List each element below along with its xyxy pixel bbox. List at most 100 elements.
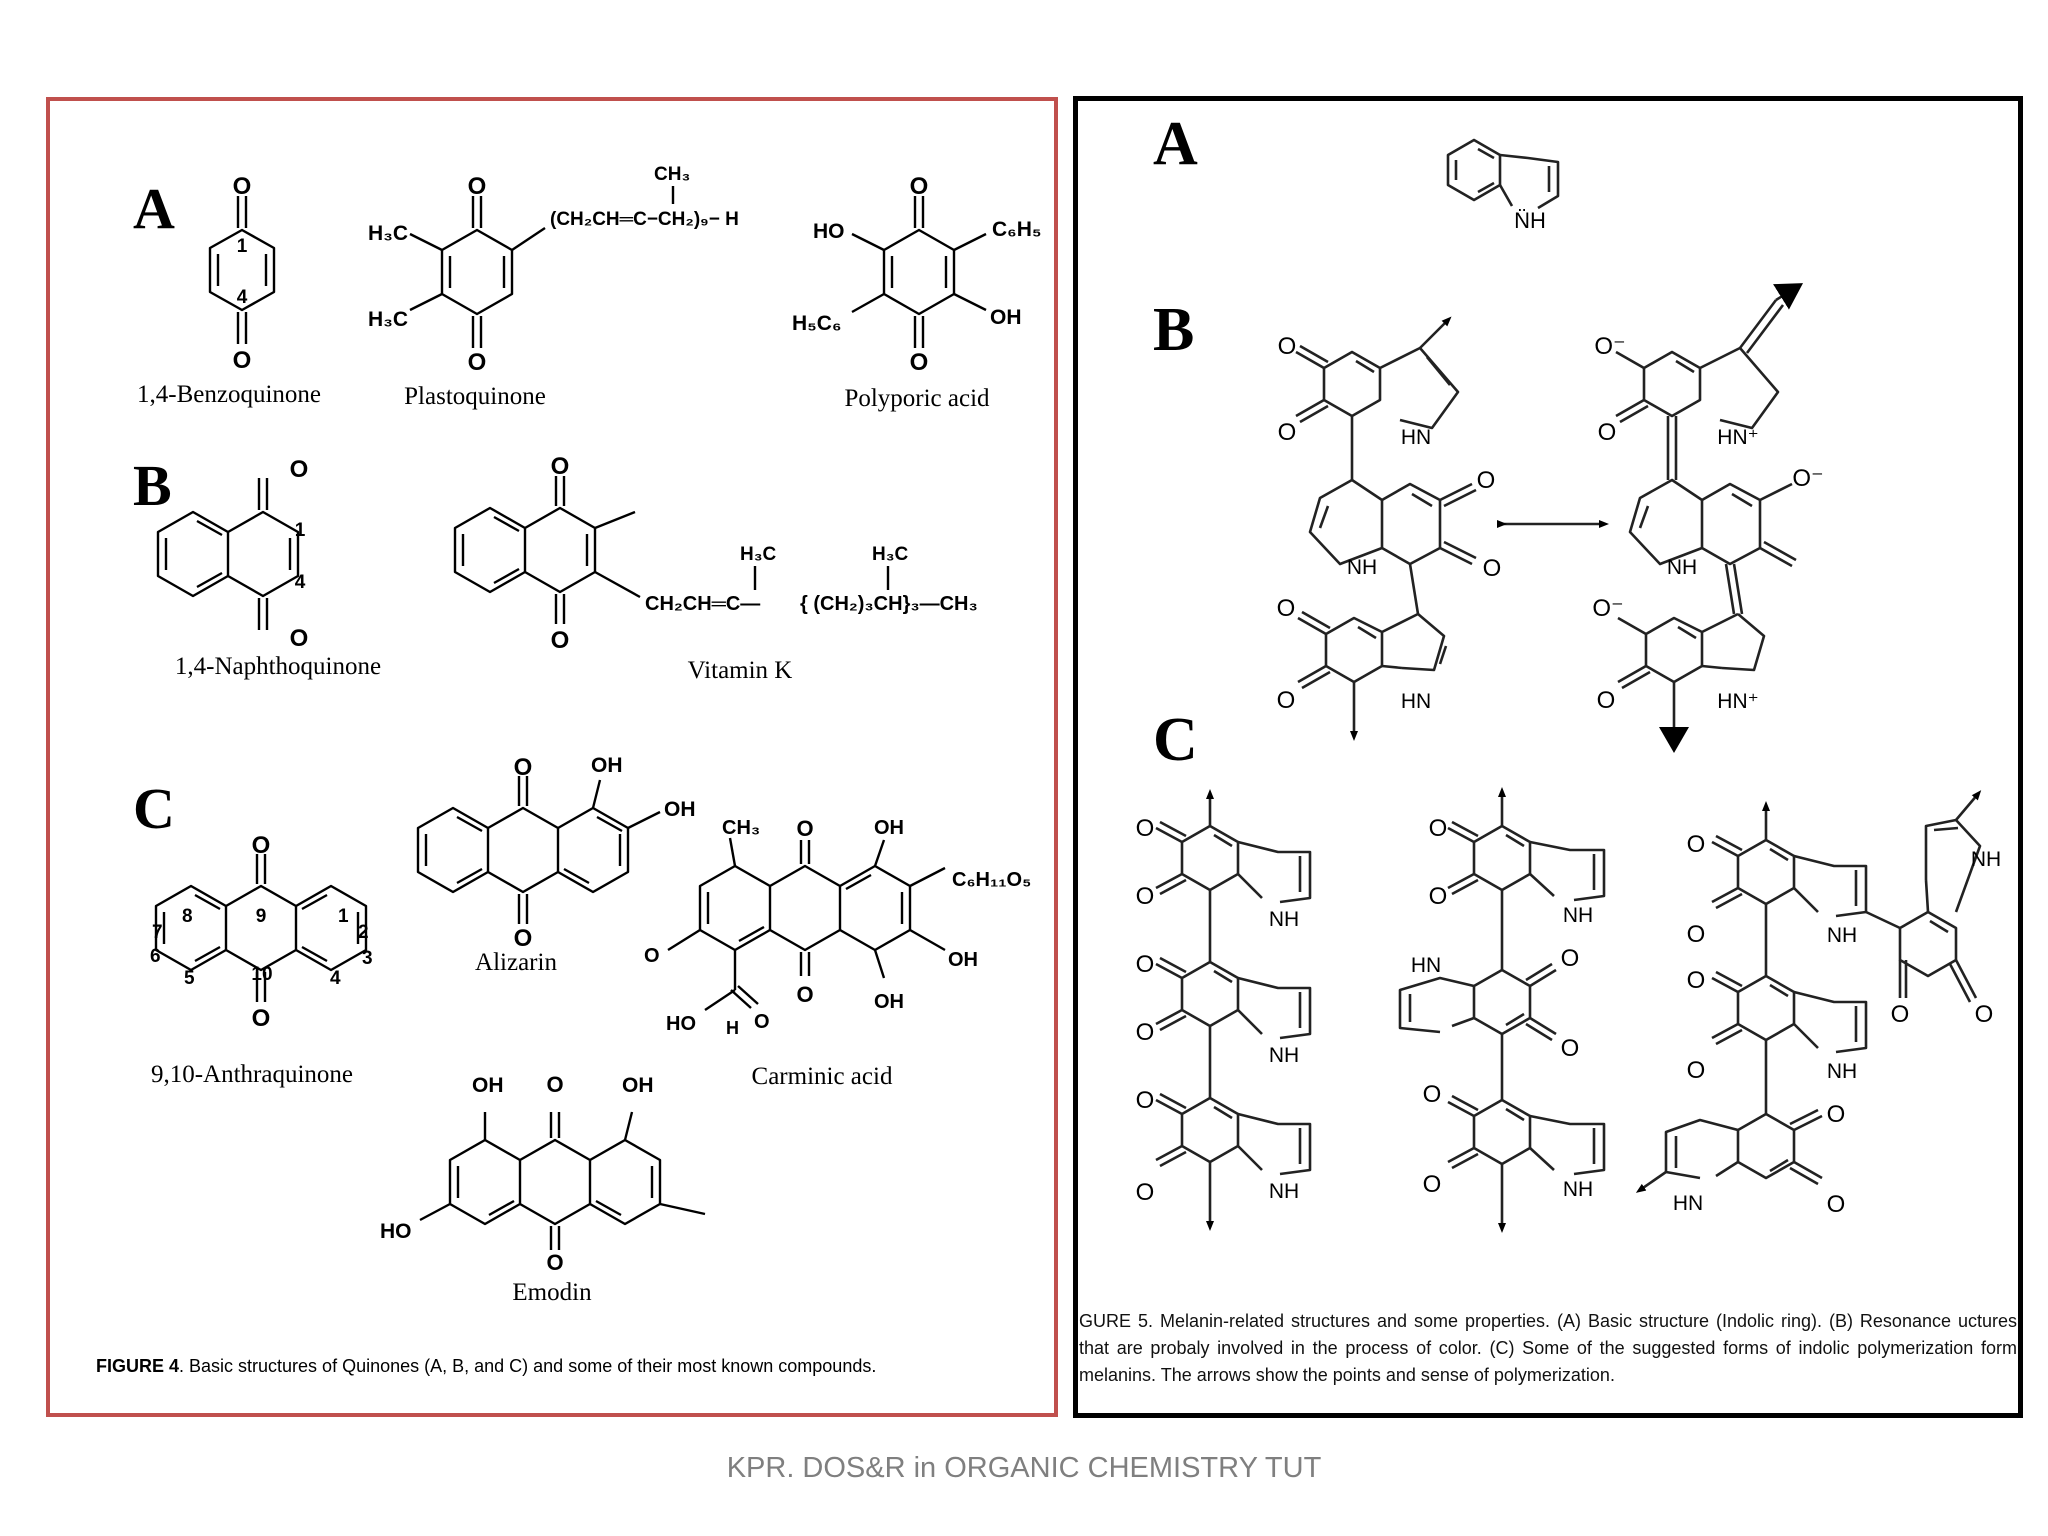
figure4-panel (46, 97, 1058, 1417)
atom-label: HN (1411, 954, 1441, 977)
atom-label: O (1687, 921, 1706, 948)
plastoquinone-structure: O O H₃C H₃C CH₃ (CH₂CH═C−CH₂)₉− H (368, 164, 739, 376)
atom-label: NH (1827, 924, 1857, 947)
atom-label: NH (1269, 1180, 1299, 1203)
resonance-structure-right: O⁻ O HN⁺ O⁻ NH O⁻ O HN⁺ (1592, 283, 1824, 753)
atom-label: C₆H₅ (992, 218, 1042, 241)
atom-label: O (910, 349, 929, 376)
compound-name-carminic-acid: Carminic acid (752, 1063, 893, 1090)
atom-label: O (468, 349, 487, 376)
atom-label: H₃C (740, 544, 777, 565)
resonance-structure-left: O O HN O O NH O O HN (1277, 316, 1501, 741)
atom-label: O (546, 1072, 563, 1097)
anthraquinone-structure: O O 1 2 3 4 5 6 7 8 9 10 (150, 832, 373, 1032)
atom-label: O (1277, 595, 1296, 622)
atom-label: O (514, 754, 533, 781)
atom-label: O (1136, 883, 1155, 910)
atom-label: OH (664, 798, 696, 821)
emodin-structure: O O OH OH HO (380, 1072, 706, 1275)
atom-label: N̈H (1514, 208, 1546, 233)
atom-label: O (551, 453, 570, 480)
atom-label: NH (1347, 556, 1377, 579)
section-label-a: A (1153, 110, 1198, 178)
atom-label: O (546, 1250, 563, 1275)
atom-label: CH₃ (654, 164, 690, 185)
atom-label: OH (472, 1074, 504, 1097)
atom-label: O (551, 627, 570, 654)
ring-number: 1 (237, 236, 248, 257)
atom-label: O (252, 832, 271, 859)
atom-label: O (796, 982, 813, 1007)
compound-name-anthraquinone: 9,10-Anthraquinone (151, 1061, 353, 1088)
atom-label: O (754, 1011, 770, 1033)
alizarin-structure: O O OH OH (416, 754, 696, 952)
atom-label: HN (1673, 1192, 1703, 1215)
atom-label: O (644, 945, 660, 967)
atom-label: OH (874, 991, 904, 1013)
atom-label: O⁻ (1792, 465, 1823, 492)
polymer-structure-1: O O NH O O NH O O NH (1136, 789, 1312, 1231)
atom-label: HN (1401, 690, 1431, 713)
atom-label: H₃C (368, 222, 408, 245)
polymer-structure-2: O O NH HN O O O O NH (1398, 787, 1606, 1233)
atom-label: HO (813, 220, 845, 243)
atom-label: O (1277, 687, 1296, 714)
figure4-caption-text: . Basic structures of Quinones (A, B, an… (179, 1356, 877, 1376)
atom-label: NH (1667, 556, 1697, 579)
figure5-caption: GURE 5. Melanin-related structures and s… (1079, 1311, 2017, 1385)
slide-footer: KPR. DOS&R in ORGANIC CHEMISTRY TUT (726, 1452, 1322, 1484)
atom-label: O (1827, 1101, 1846, 1128)
atom-label: O (1827, 1191, 1846, 1218)
ring-number: 8 (182, 906, 193, 927)
atom-label: O (1423, 1081, 1442, 1108)
ring-number: 6 (150, 946, 161, 967)
section-label-b: B (1153, 296, 1194, 364)
atom-label: H₅C₆ (792, 312, 842, 335)
atom-label: HN (1401, 426, 1431, 449)
figure4-caption: FIGURE 4. Basic structures of Quinones (… (96, 1356, 1036, 1377)
atom-label: HN⁺ (1717, 426, 1758, 449)
atom-label: CH₃ (722, 817, 760, 839)
figure5-panel (1073, 96, 2023, 1418)
atom-label: H (726, 1018, 739, 1038)
atom-label: O (1687, 1057, 1706, 1084)
atom-label: O (1423, 1171, 1442, 1198)
indole-structure: N̈H (1446, 138, 1560, 233)
atom-label: O (1429, 815, 1448, 842)
atom-label: O (1278, 333, 1297, 360)
atom-label: OH (990, 306, 1022, 329)
atom-label: NH (1971, 848, 2001, 871)
ring-number: 5 (184, 968, 195, 989)
atom-label: H₃C (872, 544, 909, 565)
atom-label: O (1975, 1001, 1994, 1028)
atom-label: O (1429, 883, 1448, 910)
atom-label: O (468, 173, 487, 200)
atom-label: H₃C (368, 308, 408, 331)
atom-label: HN⁺ (1717, 690, 1758, 713)
vitamin-k-structure: O O H₃C H₃C CH₂CH═C— { (CH₂)₃CH}₃—CH₃ (453, 453, 978, 654)
atom-label: O (1136, 951, 1155, 978)
atom-label: O (1687, 831, 1706, 858)
figure4-caption-label: FIGURE 4 (96, 1356, 180, 1376)
ring-number: 7 (152, 922, 163, 943)
ring-number: 3 (362, 948, 373, 969)
ring-number: 4 (330, 968, 341, 989)
atom-label: { (CH₂)₃CH}₃—CH₃ (800, 593, 978, 615)
section-label-a: A (133, 176, 175, 241)
atom-label: HO (666, 1013, 696, 1035)
atom-label: O (514, 925, 533, 952)
atom-label: HO (380, 1220, 412, 1243)
atom-label: O (252, 1005, 271, 1032)
compound-name-naphthoquinone: 1,4-Naphthoquinone (175, 653, 381, 680)
compound-name-alizarin: Alizarin (475, 949, 557, 976)
atom-label: O (1561, 1035, 1580, 1062)
compound-name-benzoquinone: 1,4-Benzoquinone (137, 381, 321, 408)
atom-label: O (1891, 1001, 1910, 1028)
atom-label: O⁻ (1594, 333, 1625, 360)
compound-name-emodin: Emodin (512, 1279, 592, 1306)
atom-label: O (290, 456, 309, 483)
compound-name-vitamin-k: Vitamin K (688, 657, 793, 684)
atom-label: O (1136, 1087, 1155, 1114)
ring-number: 4 (237, 287, 248, 308)
